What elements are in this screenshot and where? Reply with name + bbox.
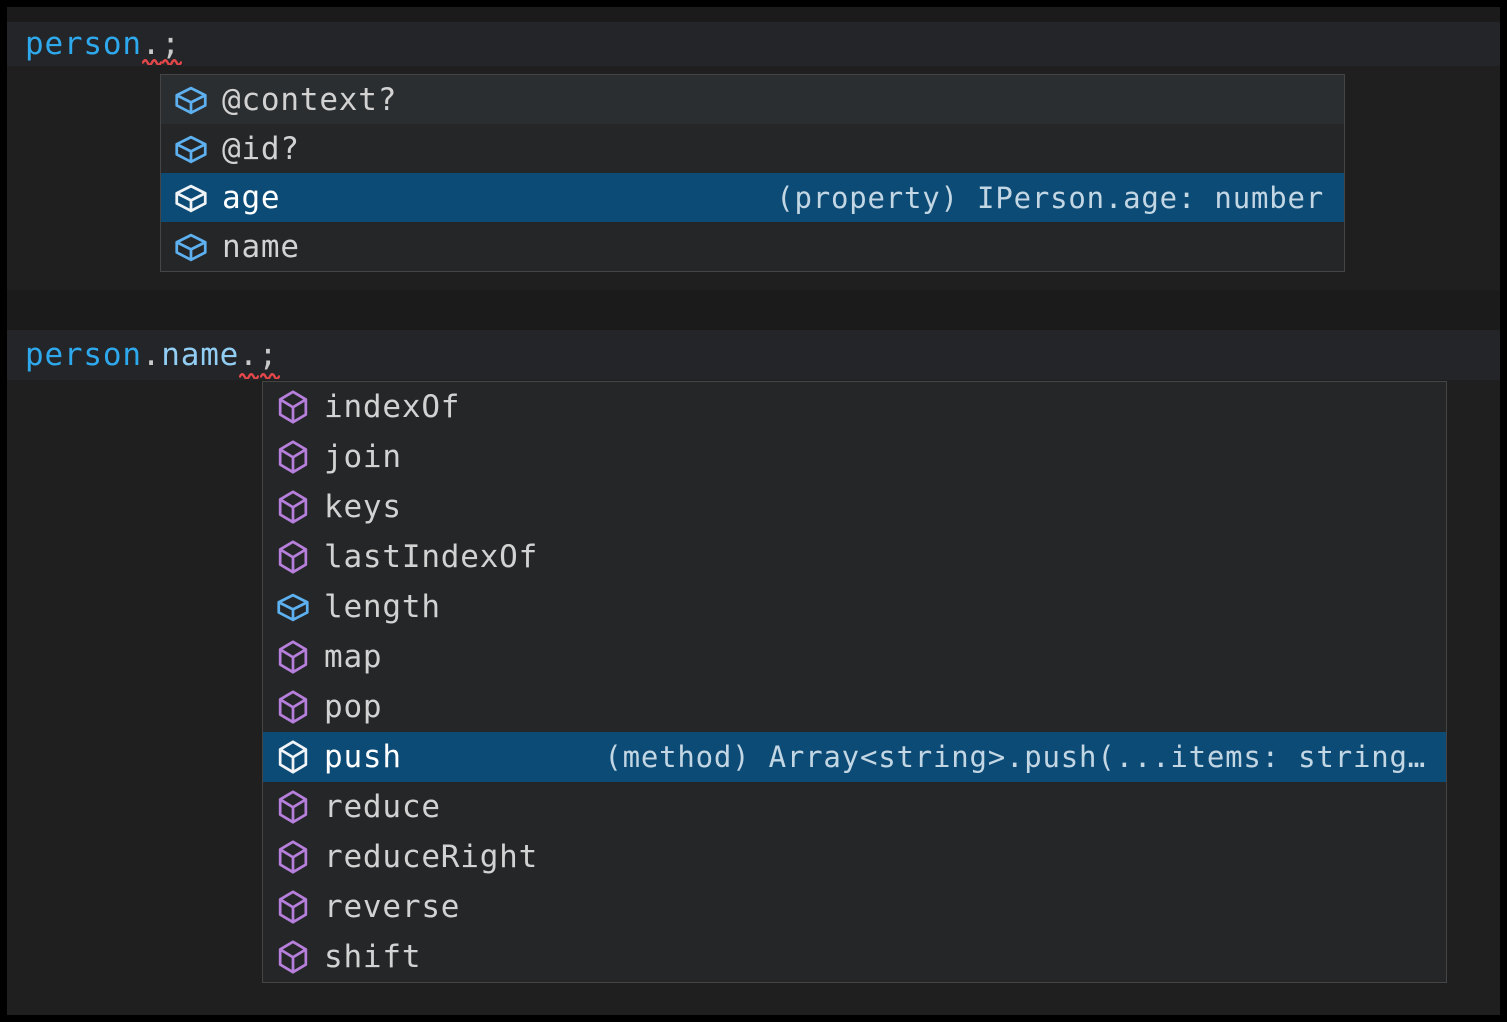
error-squiggle xyxy=(162,59,182,65)
code-token-punct: . xyxy=(239,337,259,373)
symbol-method-icon xyxy=(274,688,312,726)
suggest-widget-person: @context? @id? age (property) IPerson.age: … xyxy=(160,74,1345,272)
symbol-method-icon xyxy=(274,938,312,976)
suggest-item-label: join xyxy=(324,439,402,475)
suggest-item-label: @context? xyxy=(222,81,398,118)
code-token-punct: . xyxy=(141,337,162,373)
suggest-item-label: map xyxy=(324,639,383,675)
symbol-field-icon xyxy=(274,588,312,626)
editor-top-strip xyxy=(7,7,1500,22)
code-token-punct: ; xyxy=(258,337,279,373)
symbol-method-icon xyxy=(274,788,312,826)
suggest-item-label: push xyxy=(324,739,402,775)
symbol-method-icon xyxy=(274,638,312,676)
suggest-item-detail: (method) Array<string>.push(...items: st… xyxy=(604,740,1426,774)
suggest-item-label: @id? xyxy=(222,130,300,167)
suggest-item[interactable]: @id? xyxy=(161,124,1344,173)
suggest-item-label: name xyxy=(222,228,300,265)
suggest-item[interactable]: @context? xyxy=(161,75,1344,124)
symbol-field-icon xyxy=(172,179,210,217)
suggest-item[interactable]: name xyxy=(161,222,1344,271)
symbol-field-icon xyxy=(172,228,210,266)
suggest-item[interactable]: join xyxy=(263,432,1446,482)
suggest-item[interactable]: age (property) IPerson.age: number xyxy=(161,173,1344,222)
suggest-widget-person-name: indexOf join keys lastIndexOf length map pop pu… xyxy=(262,381,1447,983)
suggest-item[interactable]: reduce xyxy=(263,782,1446,832)
code-editor-surface[interactable]: person.; person.name.; @context?@id?age(… xyxy=(7,7,1500,1015)
code-token-punct: ; xyxy=(161,26,181,62)
code-token-variable: person xyxy=(25,26,142,62)
symbol-method-icon xyxy=(274,538,312,576)
symbol-method-icon xyxy=(274,388,312,426)
section-divider-strip xyxy=(7,290,1500,330)
error-squiggle xyxy=(239,373,259,379)
symbol-field-icon xyxy=(172,81,210,119)
suggest-item-label: keys xyxy=(324,489,402,525)
symbol-method-icon xyxy=(274,488,312,526)
suggest-item[interactable]: reverse xyxy=(263,882,1446,932)
suggest-item[interactable]: shift xyxy=(263,932,1446,982)
suggest-item-label: shift xyxy=(324,939,422,975)
suggest-item[interactable]: map xyxy=(263,632,1446,682)
suggest-item-label: reduce xyxy=(324,789,441,825)
suggest-item-label: length xyxy=(324,589,441,625)
current-line-highlight xyxy=(7,22,1500,66)
suggest-item[interactable]: length xyxy=(263,582,1446,632)
symbol-field-icon xyxy=(172,130,210,168)
suggest-item-label: reverse xyxy=(324,889,461,925)
suggest-item[interactable]: lastIndexOf xyxy=(263,532,1446,582)
suggest-item[interactable]: indexOf xyxy=(263,382,1446,432)
suggest-item-label: lastIndexOf xyxy=(324,539,539,575)
symbol-method-icon xyxy=(274,438,312,476)
symbol-method-icon xyxy=(274,888,312,926)
error-squiggle xyxy=(142,59,162,65)
code-token-punct: . xyxy=(141,26,162,62)
code-token-property: name xyxy=(161,337,240,373)
suggest-item-detail: (property) IPerson.age: number xyxy=(776,180,1324,215)
code-line-person-name[interactable]: person.name.; xyxy=(25,330,278,380)
suggest-item-label: reduceRight xyxy=(324,839,539,875)
current-line-highlight xyxy=(7,330,1500,380)
suggest-item[interactable]: reduceRight xyxy=(263,832,1446,882)
suggest-item-label: age xyxy=(222,179,281,216)
symbol-method-icon xyxy=(274,838,312,876)
code-token-variable: person xyxy=(25,337,142,373)
suggest-item[interactable]: keys xyxy=(263,482,1446,532)
symbol-method-icon xyxy=(274,738,312,776)
suggest-item-label: indexOf xyxy=(324,389,461,425)
error-squiggle xyxy=(260,373,280,379)
suggest-item[interactable]: push (method) Array<string>.push(...items… xyxy=(263,732,1446,782)
suggest-item[interactable]: pop xyxy=(263,682,1446,732)
code-line-person[interactable]: person.; xyxy=(25,22,181,66)
suggest-item-label: pop xyxy=(324,689,383,725)
